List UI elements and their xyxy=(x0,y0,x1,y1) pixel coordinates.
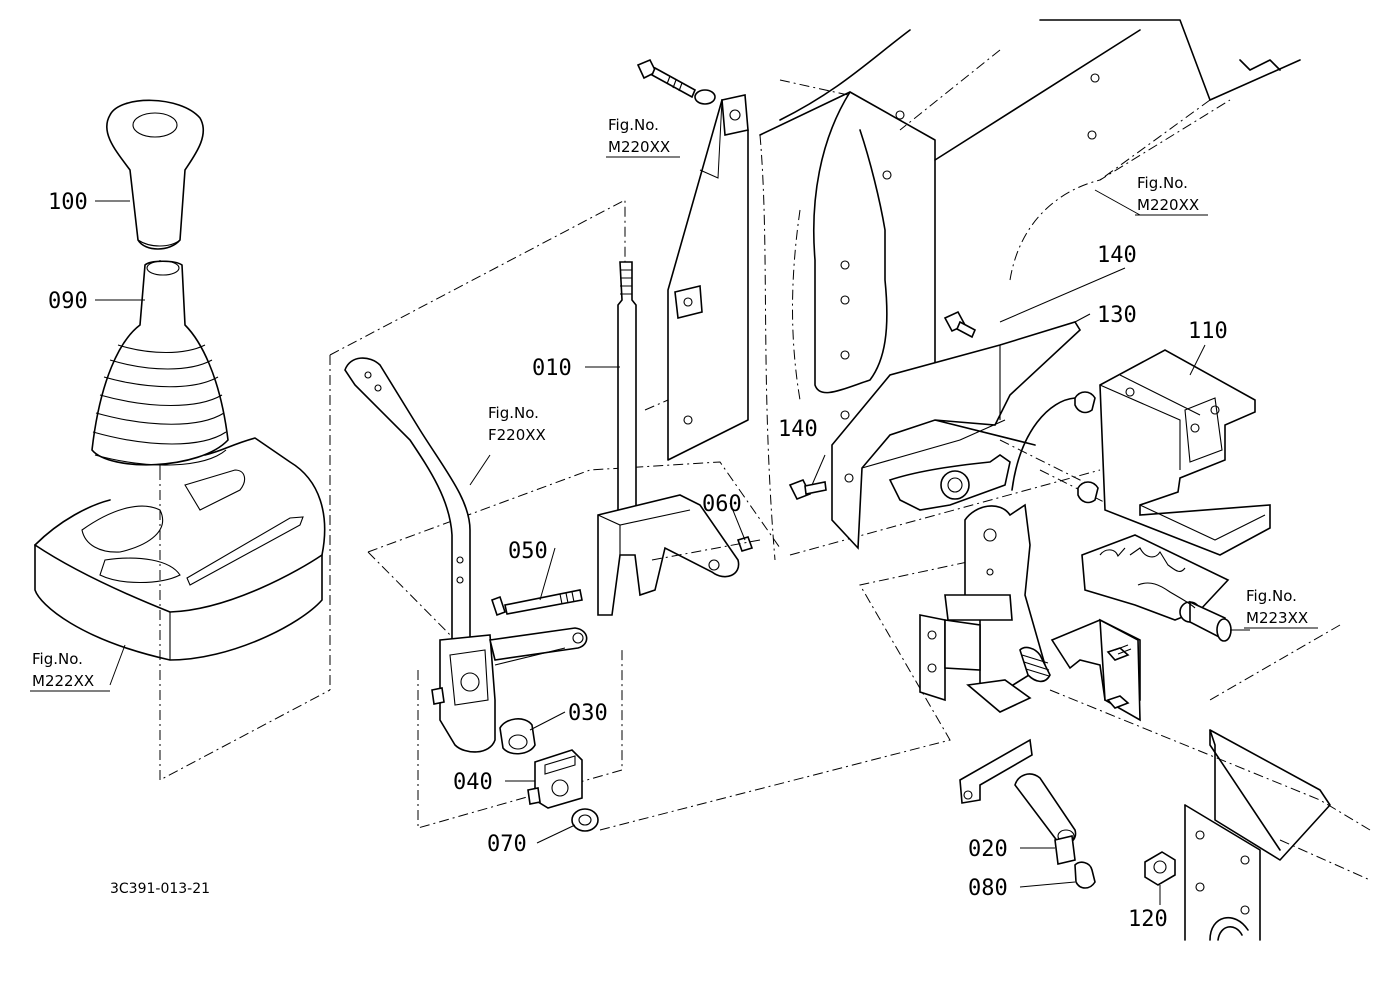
upper-mounting-bracket xyxy=(636,58,749,461)
label-120: 120 xyxy=(1128,907,1168,932)
svg-text:M222XX: M222XX xyxy=(32,672,94,690)
fig-ref-m222: Fig.No. M222XX xyxy=(30,650,110,692)
label-040: 040 xyxy=(453,770,493,795)
label-060: 060 xyxy=(702,492,742,517)
label-020: 020 xyxy=(968,837,1008,862)
detent-plate xyxy=(1081,534,1232,642)
collar xyxy=(499,718,536,755)
washer xyxy=(571,808,599,832)
lever-block xyxy=(527,749,583,809)
shift-knob xyxy=(105,99,205,250)
flange-bolts xyxy=(788,310,977,501)
shift-boot xyxy=(91,260,229,466)
svg-text:Fig.No.: Fig.No. xyxy=(608,116,659,134)
label-140-left: 140 xyxy=(778,417,818,442)
cab-frame-panels xyxy=(759,19,1371,941)
console-plate xyxy=(34,437,326,661)
leader-lines xyxy=(95,99,1250,905)
figure-references: Fig.No. M220XX Fig.No. M220XX Fig.No. F2… xyxy=(30,116,1318,692)
svg-text:M223XX: M223XX xyxy=(1246,609,1308,627)
label-100: 100 xyxy=(48,190,88,215)
lever-guide-bracket xyxy=(831,321,1082,550)
label-130: 130 xyxy=(1097,303,1137,328)
label-070: 070 xyxy=(487,832,527,857)
rod-bracket xyxy=(490,494,761,617)
fig-ref-m220-right: Fig.No. M220XX xyxy=(1135,174,1208,216)
label-140-top: 140 xyxy=(1097,243,1137,268)
label-080: 080 xyxy=(968,876,1008,901)
stopper-bracket xyxy=(1050,618,1141,722)
shift-rod xyxy=(617,261,637,513)
lever-arm-assembly xyxy=(919,503,1096,889)
label-030: 030 xyxy=(568,701,608,726)
label-010: 010 xyxy=(532,356,572,381)
fig-ref-m220-top: Fig.No. M220XX xyxy=(606,116,680,158)
fig-ref-m223: Fig.No. M223XX xyxy=(1244,587,1318,629)
drawing-code: 3C391-013-21 xyxy=(110,881,210,897)
fig-ref-f220: Fig.No. F220XX xyxy=(488,404,546,444)
shift-lever-arm xyxy=(344,357,588,753)
svg-text:M220XX: M220XX xyxy=(1137,196,1199,214)
svg-text:Fig.No.: Fig.No. xyxy=(1137,174,1188,192)
svg-text:F220XX: F220XX xyxy=(488,426,546,444)
flange-nut xyxy=(1144,851,1176,886)
switch-bracket xyxy=(1011,349,1271,556)
svg-text:Fig.No.: Fig.No. xyxy=(488,404,539,422)
label-050: 050 xyxy=(508,539,548,564)
part-labels: 100 090 010 050 060 030 040 070 140 140 … xyxy=(48,190,1228,932)
svg-text:Fig.No.: Fig.No. xyxy=(1246,587,1297,605)
svg-text:Fig.No.: Fig.No. xyxy=(32,650,83,668)
svg-text:M220XX: M220XX xyxy=(608,138,670,156)
label-110: 110 xyxy=(1188,319,1228,344)
label-090: 090 xyxy=(48,289,88,314)
